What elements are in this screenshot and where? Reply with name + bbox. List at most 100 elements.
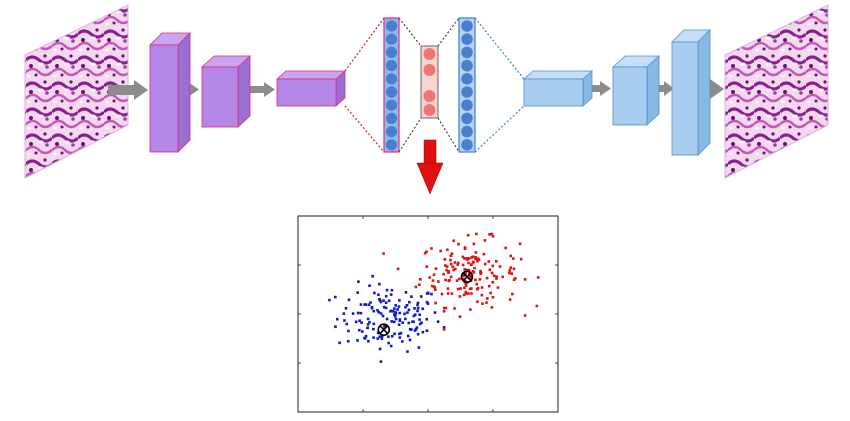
scatter-point <box>364 334 368 338</box>
scatter-point <box>430 284 434 288</box>
scatter-point <box>418 322 422 326</box>
scatter-point <box>370 306 374 310</box>
scatter-point <box>514 277 517 280</box>
scatter-point <box>449 262 453 266</box>
scatter-point <box>357 280 360 284</box>
scatter-point <box>376 308 379 312</box>
scatter-point <box>360 321 363 324</box>
output-tissue-image <box>724 4 829 179</box>
fc-encoder-node <box>385 60 398 72</box>
scatter-point <box>418 318 421 321</box>
scatter-point <box>434 301 437 305</box>
scatter-point <box>444 278 447 282</box>
scatter-point <box>389 293 393 296</box>
scatter-point <box>420 321 423 324</box>
bottleneck-layer <box>420 45 439 119</box>
scatter-point <box>473 266 476 270</box>
centroid-marker <box>377 323 391 336</box>
scatter-point <box>470 292 473 295</box>
scatter-point <box>509 266 513 269</box>
scatter-point <box>397 305 401 308</box>
scatter-point <box>398 336 402 339</box>
bottleneck-node <box>423 104 436 116</box>
scatter-point <box>387 299 391 303</box>
scatter-point <box>536 276 540 279</box>
scatter-point <box>485 301 488 304</box>
scatter-point <box>471 255 475 259</box>
centroid-markers <box>377 270 474 336</box>
bottleneck-node <box>423 64 436 76</box>
scatter-point <box>445 265 449 268</box>
scatter-point <box>432 285 436 289</box>
scatter-point <box>367 339 370 343</box>
scatter-point <box>463 247 467 251</box>
scatter-point <box>523 278 527 281</box>
scatter-point <box>366 326 369 330</box>
scatter-point <box>452 239 456 243</box>
encoder-layer-2 <box>200 55 252 128</box>
scatter-point <box>462 293 466 297</box>
scatter-point <box>436 320 440 323</box>
fc-encoder-node <box>385 46 398 59</box>
scatter-point <box>334 325 337 328</box>
scatter-point <box>433 311 437 314</box>
scatter-point <box>405 304 409 307</box>
scatter-point <box>474 251 478 254</box>
fc-decoder-node <box>461 125 473 138</box>
scatter-point <box>413 329 417 332</box>
scatter-point <box>461 263 465 267</box>
fc-decoder-node <box>461 73 473 85</box>
scatter-point <box>356 311 360 315</box>
scatter-point <box>491 295 495 299</box>
scatter-point <box>490 271 494 275</box>
scatter-point <box>535 304 539 308</box>
scatter-point <box>489 291 492 295</box>
scatter-point <box>455 279 459 282</box>
scatter-point <box>385 317 389 321</box>
scatter-point <box>491 235 495 238</box>
scatter-point <box>385 288 389 292</box>
scatter-point <box>444 306 448 310</box>
scatter-point <box>396 308 399 311</box>
scatter-point <box>449 258 452 262</box>
scatter-point <box>413 313 417 317</box>
scatter-point <box>440 292 444 296</box>
scatter-point <box>480 286 484 289</box>
scatter-point <box>367 303 371 306</box>
fc-encoder-node <box>385 112 398 124</box>
scatter-point <box>379 312 383 315</box>
scatter-point <box>363 303 367 306</box>
scatter-point <box>338 341 341 345</box>
scatter-point <box>432 273 436 277</box>
scatter-point <box>459 287 462 290</box>
scatter-point <box>396 267 400 271</box>
scatter-point <box>465 268 469 272</box>
scatter-point <box>511 292 514 296</box>
scatter-point <box>495 277 498 280</box>
scatter-point <box>387 335 390 338</box>
scatter-point <box>487 260 491 263</box>
scatter-point <box>354 320 358 324</box>
scatter-point <box>478 278 482 281</box>
scatter-point <box>425 250 428 254</box>
scatter-point <box>475 232 478 236</box>
scatter-point <box>472 242 476 246</box>
scatter-point <box>412 320 415 324</box>
scatter-point <box>518 242 522 246</box>
scatter-point <box>501 275 505 279</box>
scatter-point <box>453 261 457 264</box>
scatter-point <box>467 257 471 260</box>
scatter-point <box>387 341 390 345</box>
scatter-point <box>384 301 388 305</box>
scatter-point <box>372 336 375 339</box>
fc-decoder-node <box>461 99 473 111</box>
scatter-point <box>378 347 382 351</box>
scatter-point <box>383 325 386 328</box>
fc-encoder-node <box>385 73 398 85</box>
scatter-point <box>491 264 495 268</box>
fc-decoder-node <box>461 33 473 45</box>
scatter-point <box>491 280 495 284</box>
scatter-point <box>394 317 398 321</box>
scatter-point <box>463 257 466 260</box>
